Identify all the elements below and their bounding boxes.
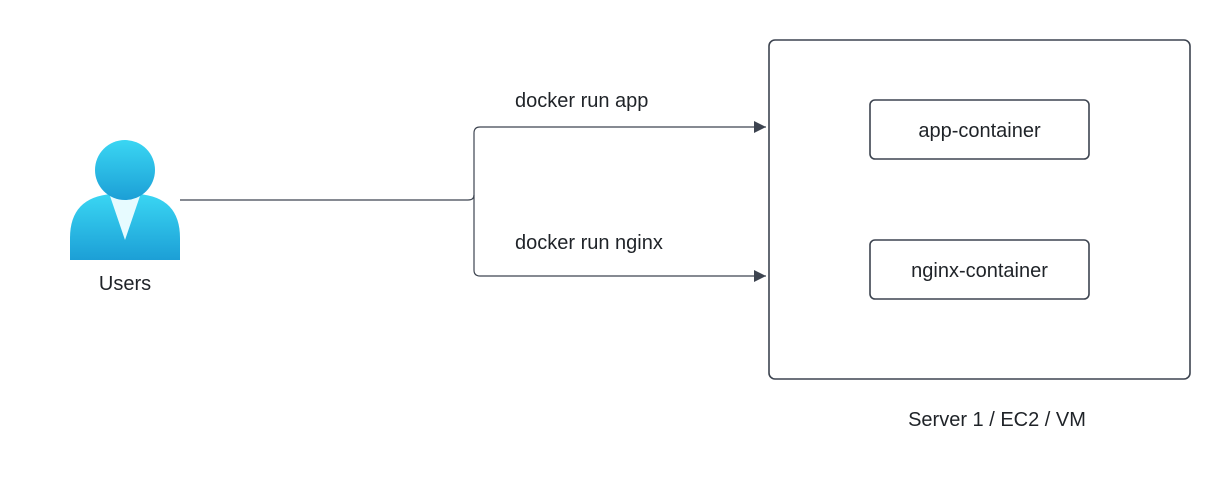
server-box <box>768 39 1191 380</box>
app-container-label: app-container <box>918 120 1041 142</box>
edge-label-docker-run-nginx: docker run nginx <box>515 232 663 254</box>
trunk-line <box>180 194 475 201</box>
app-container-box <box>869 99 1090 160</box>
nginx-container-box <box>869 239 1090 300</box>
users-label: Users <box>99 273 151 295</box>
edge-docker-run-app <box>473 121 766 200</box>
server-label: Server 1 / EC2 / VM <box>908 409 1086 431</box>
users-icon <box>70 140 180 260</box>
edge-label-docker-run-app: docker run app <box>515 90 648 112</box>
nginx-container-label: nginx-container <box>911 260 1048 282</box>
edge-docker-run-nginx <box>473 200 766 282</box>
connector-lines <box>180 121 766 282</box>
